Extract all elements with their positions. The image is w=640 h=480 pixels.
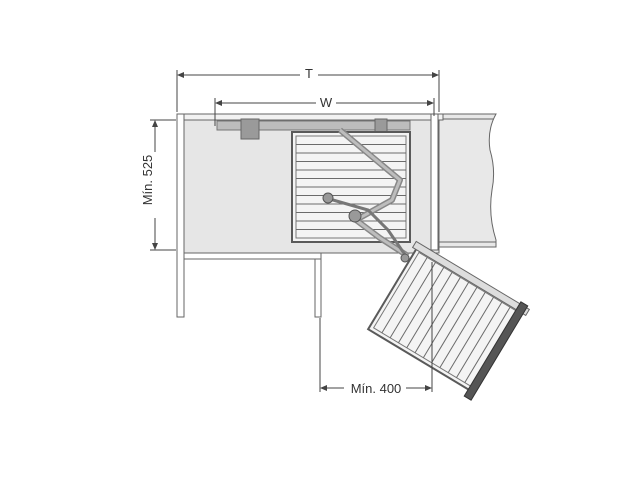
min-opening-label: Mín. 400	[351, 381, 402, 396]
cabinet-front-panel	[314, 258, 322, 318]
adjacent-cabinet	[436, 113, 497, 248]
outer-basket-wires	[381, 257, 511, 383]
basket-wire	[389, 262, 436, 339]
basket-wire	[456, 301, 503, 378]
inner-width-label: W	[320, 95, 333, 110]
dimension-min-depth: Mín. 525	[140, 119, 176, 251]
door-panel	[463, 301, 529, 401]
basket-wire	[439, 291, 486, 368]
basket-wire	[398, 267, 445, 344]
cabinet-right-panel	[430, 113, 439, 251]
hinge-arm-mechanism	[322, 127, 412, 263]
outer-basket	[366, 240, 531, 395]
basket-wire	[422, 282, 470, 358]
dimension-total-width: T	[176, 66, 440, 112]
dimension-inner-width: W	[214, 94, 435, 126]
inner-basket	[291, 131, 411, 243]
dimension-min-opening: Mín. 400	[319, 262, 433, 396]
cabinet-left-panel	[176, 113, 185, 318]
cabinet-front-edge	[183, 252, 322, 260]
basket-wire	[431, 287, 478, 363]
basket-wire	[381, 257, 428, 334]
basket-wire	[406, 272, 453, 349]
cabinet-top-panel	[176, 113, 444, 121]
rail-bracket-left	[240, 118, 260, 140]
basket-wire	[464, 306, 511, 383]
basket-wire	[414, 277, 461, 353]
min-depth-label: Mín. 525	[140, 155, 155, 206]
basket-wire	[447, 296, 494, 373]
mounting-rail	[216, 120, 411, 131]
total-width-label: T	[305, 66, 313, 81]
